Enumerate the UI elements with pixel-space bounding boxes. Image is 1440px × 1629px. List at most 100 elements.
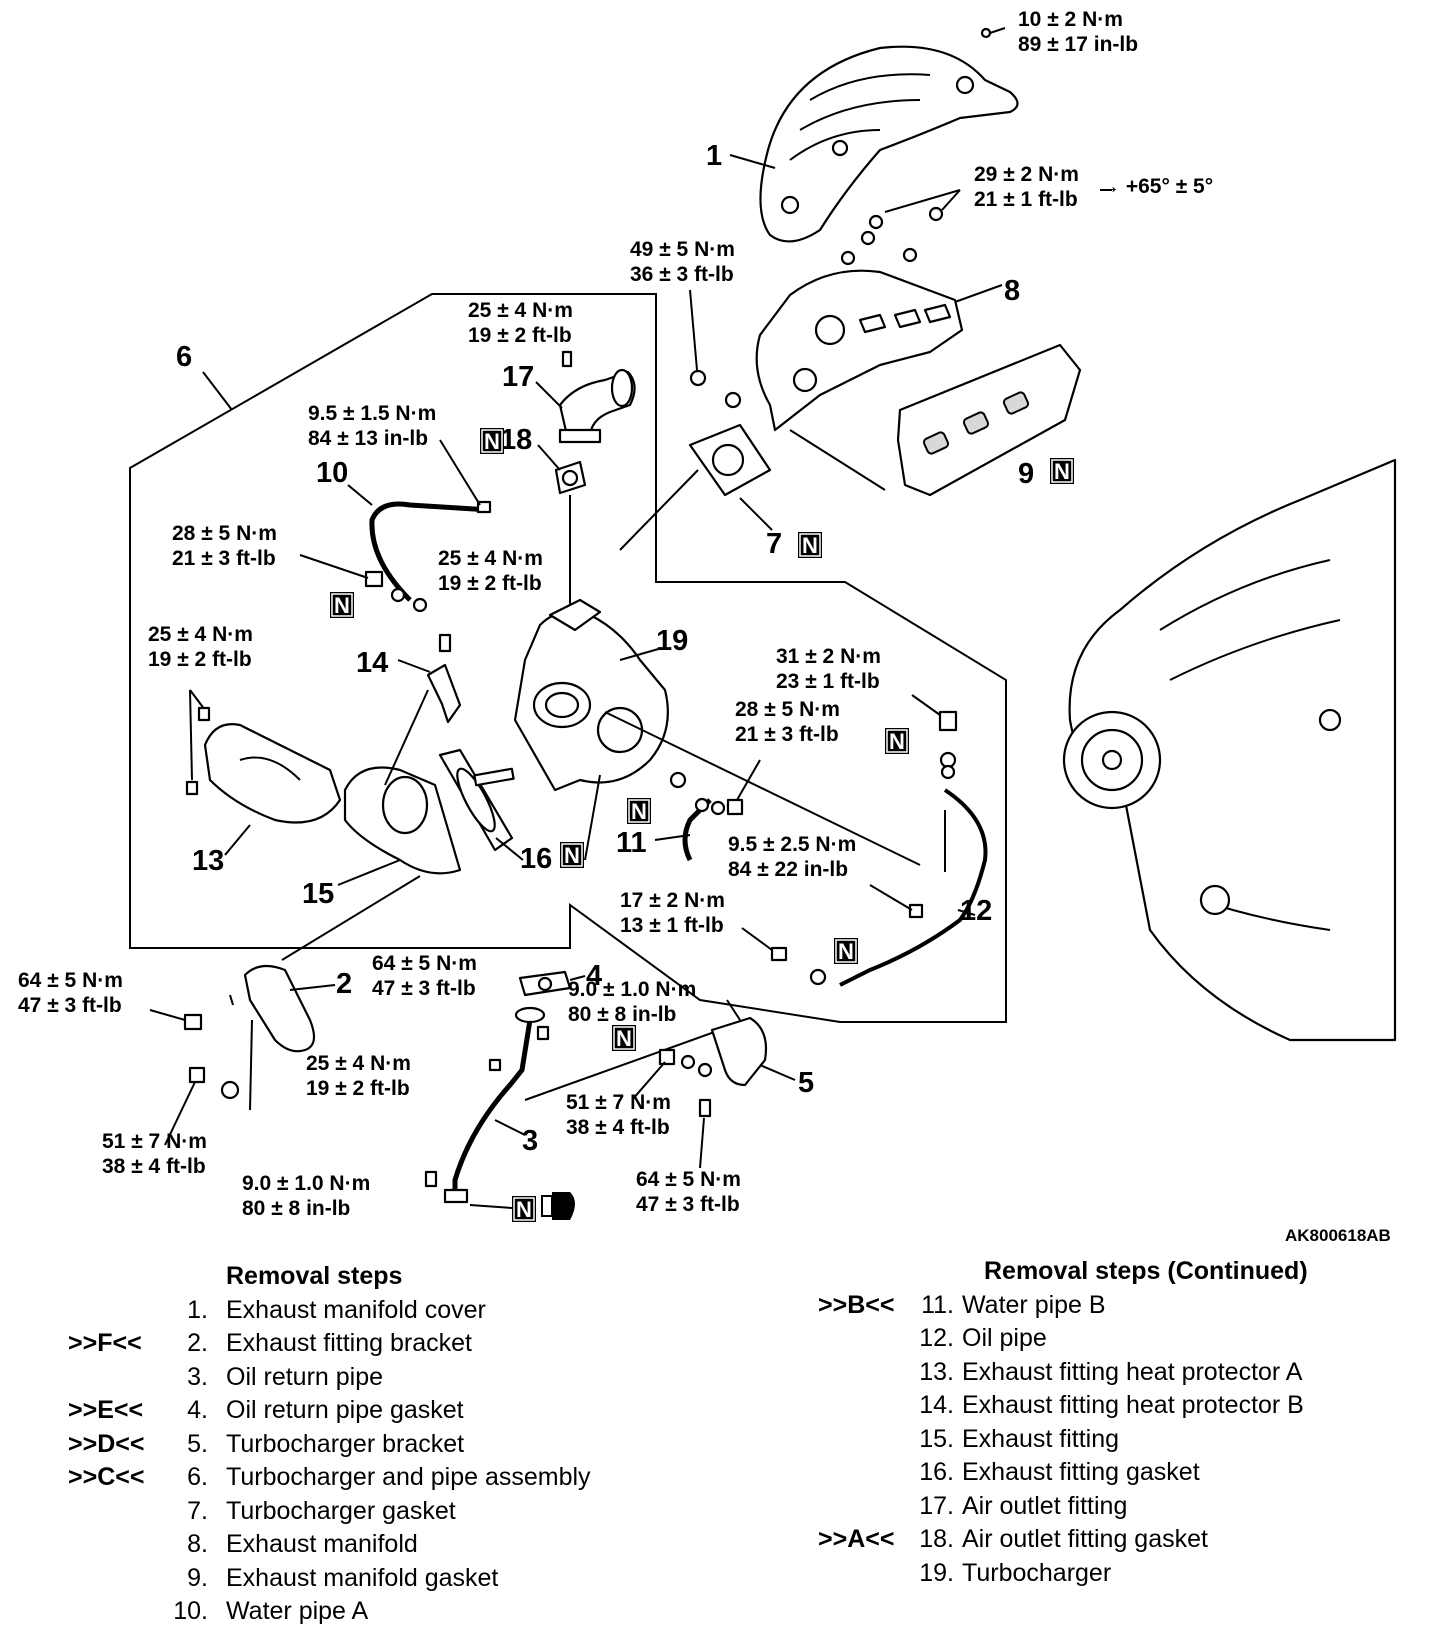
torque-imperial: 84 ± 22 in-lb: [728, 858, 848, 881]
oil-pipe: [839, 788, 988, 987]
torque-imperial: 21 ± 3 ft-lb: [735, 723, 839, 746]
torque-metric: 64 ± 5 N·m: [372, 952, 477, 975]
step-label: Air outlet fitting: [962, 1491, 1128, 1520]
step-label: Exhaust fitting heat protector B: [962, 1391, 1304, 1419]
step-label: Exhaust manifold cover: [226, 1295, 486, 1324]
new-part-mark: N: [330, 592, 354, 618]
torque-imperial: 47 ± 3 ft-lb: [636, 1193, 740, 1216]
step-number: 10.: [173, 1597, 208, 1625]
removal-steps: Removal steps 1.Exhaust manifold cover>>…: [40, 1260, 720, 1629]
heat-protector-b: [426, 663, 462, 724]
exhaust-fitting: [343, 766, 462, 875]
torque-spec: 9.5 ± 2.5 N·m84 ± 22 in-lb: [728, 833, 856, 881]
new-part-letter: N: [564, 843, 580, 868]
step-label: Exhaust fitting heat protector A: [962, 1357, 1303, 1386]
torque-spec: 9.0 ± 1.0 N·m80 ± 8 in-lb: [242, 1172, 370, 1220]
torque-metric: 29 ± 2 N·m: [974, 163, 1079, 186]
step-number: 8.: [187, 1530, 208, 1558]
step-label: Water pipe A: [226, 1597, 369, 1625]
torque-imperial: 80 ± 8 in-lb: [242, 1197, 350, 1220]
torque-metric: 25 ± 4 N·m: [468, 299, 573, 322]
torque-imperial: 38 ± 4 ft-lb: [102, 1155, 206, 1178]
step-reference: >>E<<: [68, 1396, 144, 1424]
torque-spec: 25 ± 4 N·m19 ± 2 ft-lb: [148, 623, 253, 671]
callout-12: 12: [960, 895, 992, 927]
step-number: 5.: [187, 1429, 208, 1458]
callout-13: 13: [192, 845, 224, 877]
step-number: 2.: [187, 1329, 208, 1357]
removal-step: 17.Air outlet fitting: [818, 1490, 1418, 1524]
torque-spec: 51 ± 7 N·m38 ± 4 ft-lb: [102, 1130, 207, 1178]
step-number: 14.: [919, 1391, 954, 1419]
removal-step: 3.Oil return pipe: [40, 1361, 720, 1395]
torque-imperial: 89 ± 17 in-lb: [1018, 33, 1138, 56]
torque-imperial: 13 ± 1 ft-lb: [620, 914, 724, 937]
removal-steps-continued: Removal steps (Continued) >>B<<11.Water …: [818, 1255, 1418, 1590]
exhaust-manifold-gasket: [896, 343, 1082, 497]
step-label: Exhaust fitting: [962, 1424, 1120, 1453]
torque-spec: 25 ± 4 N·m19 ± 2 ft-lb: [306, 1052, 411, 1100]
new-part-letter: N: [484, 429, 500, 454]
torque-imperial: 84 ± 13 in-lb: [308, 427, 428, 450]
torque-imperial: 19 ± 2 ft-lb: [306, 1077, 410, 1100]
callout-8: 8: [1004, 275, 1020, 307]
torque-spec: 9.5 ± 1.5 N·m84 ± 13 in-lb: [308, 402, 436, 450]
removal-step: >>F<<2.Exhaust fitting bracket: [40, 1327, 720, 1361]
removal-step: 13. Exhaust fitting heat protector A: [818, 1356, 1418, 1390]
torque-metric: 25 ± 4 N·m: [148, 623, 253, 646]
torque-imperial: 21 ± 3 ft-lb: [172, 547, 276, 570]
torque-imperial: 36 ± 3 ft-lb: [630, 263, 734, 286]
callout-4: 4: [586, 960, 602, 992]
turbocharger: [513, 598, 669, 792]
step-number: 4.: [187, 1396, 208, 1424]
torque-imperial: 47 ± 3 ft-lb: [372, 977, 476, 1000]
oil-return-pipe: [452, 1019, 533, 1195]
step-label: Exhaust manifold: [226, 1530, 418, 1558]
step-number: 13.: [919, 1357, 954, 1386]
oil-return-pipe-gasket: [518, 970, 572, 997]
step-reference: >>C<<: [68, 1463, 145, 1491]
removal-steps-continued-title: Removal steps (Continued): [984, 1257, 1308, 1285]
removal-step: 16.Exhaust fitting gasket: [818, 1456, 1418, 1490]
step-number: 18.: [919, 1525, 954, 1553]
torque-imperial: 19 ± 2 ft-lb: [148, 648, 252, 671]
step-label: Oil return pipe gasket: [226, 1396, 464, 1424]
step-label: Exhaust manifold gasket: [226, 1563, 499, 1592]
torque-metric: 25 ± 4 N·m: [306, 1052, 411, 1075]
exhaust-manifold: [755, 269, 964, 432]
new-part-mark: N: [512, 1196, 536, 1222]
removal-step: 9.Exhaust manifold gasket: [40, 1562, 720, 1596]
callout-11: 11: [616, 827, 647, 859]
torque-metric: 9.5 ± 1.5 N·m: [308, 402, 436, 425]
torque-spec: 51 ± 7 N·m38 ± 4 ft-lb: [566, 1091, 671, 1139]
turbocharger-bracket: [710, 1016, 768, 1087]
callout-6: 6: [176, 341, 192, 373]
torque-spec: 64 ± 5 N·m47 ± 3 ft-lb: [372, 952, 477, 1000]
torque-imperial: 19 ± 2 ft-lb: [468, 324, 572, 347]
torque-metric: 9.5 ± 2.5 N·m: [728, 833, 856, 856]
removal-step: >>C<<6.Turbocharger and pipe assembly: [40, 1461, 720, 1495]
new-part-letter: N: [631, 799, 647, 824]
callout-1: 1: [706, 140, 722, 172]
new-part-letter: N: [516, 1197, 532, 1222]
step-reference: >>D<<: [68, 1429, 145, 1458]
torque-metric: 64 ± 5 N·m: [636, 1168, 741, 1191]
step-number: 19.: [919, 1558, 954, 1587]
removal-step: 14. Exhaust fitting heat protector B: [818, 1389, 1418, 1423]
removal-step: 7.Turbocharger gasket: [40, 1495, 720, 1529]
step-label: Air outlet fitting gasket: [962, 1525, 1208, 1553]
step-reference: >>A<<: [818, 1525, 895, 1553]
torque-spec: 25 ± 4 N·m19 ± 2 ft-lb: [438, 547, 543, 595]
torque-spec: 17 ± 2 N·m13 ± 1 ft-lb: [620, 889, 725, 937]
torque-metric: 9.0 ± 1.0 N·m: [242, 1172, 370, 1195]
callout-5: 5: [798, 1067, 814, 1099]
torque-spec: 64 ± 5 N·m47 ± 3 ft-lb: [636, 1168, 741, 1216]
torque-spec: 64 ± 5 N·m47 ± 3 ft-lb: [18, 969, 123, 1017]
step-label: Turbocharger bracket: [226, 1429, 465, 1458]
new-part-mark: N: [560, 842, 584, 868]
torque-metric: 51 ± 7 N·m: [566, 1091, 671, 1114]
engine-block: [1062, 458, 1397, 1042]
step-label: Oil return pipe: [226, 1362, 384, 1391]
